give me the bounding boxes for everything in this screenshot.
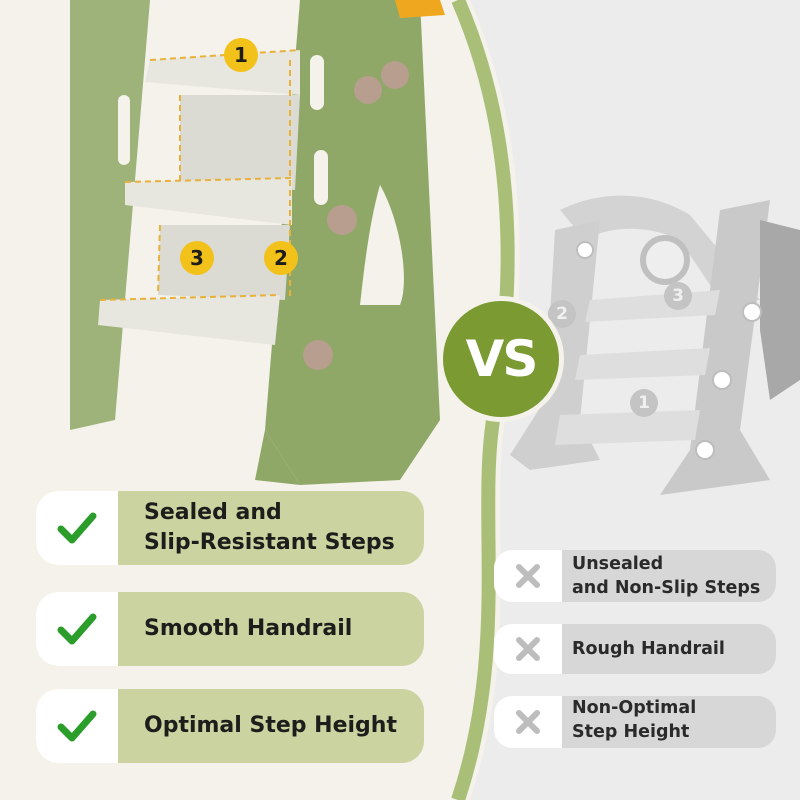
other-feature-icon-box: [494, 696, 562, 748]
good-feature-sealed-steps: Sealed and Slip-Resistant Steps: [36, 491, 424, 565]
other-step-marker-1: 1: [630, 389, 658, 417]
ladder-side-cutout: [360, 185, 404, 305]
ladder-handle-slot-2: [314, 150, 328, 205]
cross-icon: [516, 710, 540, 734]
other-feature-text: Unsealed and Non-Slip Steps: [572, 552, 770, 600]
grey-ladder-bolt-1: [742, 302, 762, 322]
ladder-front-foot: [255, 430, 300, 485]
other-feature-line: Unsealed: [572, 554, 664, 574]
other-feature-text: Non-Optimal Step Height: [572, 696, 770, 744]
grey-ladder-bolt-4: [576, 241, 594, 259]
ladder-knob-4: [303, 340, 333, 370]
good-feature-line: Smooth Handrail: [144, 616, 353, 641]
ladder-handle-slot-1: [310, 55, 324, 110]
green-ladder-illustration: [70, 0, 445, 485]
good-feature-optimal-height: Optimal Step Height: [36, 689, 424, 763]
other-feature-icon-box: [494, 624, 562, 674]
good-feature-icon-box: [36, 491, 118, 565]
good-feature-icon-box: [36, 689, 118, 763]
other-feature-text: Rough Handrail: [572, 637, 770, 661]
other-feature-unsealed-steps: Unsealed and Non-Slip Steps: [494, 550, 776, 602]
other-feature-non-optimal-height: Non-Optimal Step Height: [494, 696, 776, 748]
good-feature-smooth-handrail: Smooth Handrail: [36, 592, 424, 666]
grey-slide-bed: [760, 220, 800, 400]
ladder-step-top: [145, 50, 300, 95]
check-icon: [57, 710, 97, 742]
good-feature-text: Sealed and Slip-Resistant Steps: [144, 498, 414, 558]
cross-icon: [516, 564, 540, 588]
good-feature-text: Optimal Step Height: [144, 711, 414, 741]
grey-ladder-step-3: [555, 410, 700, 445]
good-step-marker-2: 2: [264, 241, 298, 275]
other-feature-line: Step Height: [572, 722, 690, 742]
ladder-knob-2: [381, 61, 409, 89]
other-step-marker-3: 3: [664, 282, 692, 310]
ladder-knob-1: [354, 76, 382, 104]
ladder-knob-3: [327, 205, 357, 235]
other-feature-line: and Non-Slip Steps: [572, 578, 761, 598]
check-icon: [57, 512, 97, 544]
check-icon: [57, 613, 97, 645]
good-step-marker-1: 1: [224, 38, 258, 72]
other-feature-rough-handrail: Rough Handrail: [494, 624, 776, 674]
grey-ladder-bolt-3: [695, 440, 715, 460]
grey-ladder-back-frame: [560, 195, 760, 300]
good-feature-text: Smooth Handrail: [144, 614, 414, 644]
good-feature-line: Optimal Step Height: [144, 713, 397, 738]
ladder-back-leg: [70, 0, 150, 430]
cross-icon: [516, 637, 540, 661]
other-feature-line: Rough Handrail: [572, 639, 725, 659]
grey-ladder-bolt-2: [712, 370, 732, 390]
other-feature-line: Non-Optimal: [572, 698, 697, 718]
grey-ladder-step-2: [575, 348, 710, 380]
vs-badge: VS: [438, 296, 564, 422]
ladder-step-middle: [125, 178, 292, 225]
good-feature-icon-box: [36, 592, 118, 666]
ladder-yellow-top-piece: [395, 0, 445, 18]
grey-ladder-right-rail: [660, 200, 770, 495]
other-feature-icon-box: [494, 550, 562, 602]
good-step-marker-3: 3: [180, 241, 214, 275]
ladder-handle-slot-left: [118, 95, 130, 165]
ladder-riser-1: [180, 95, 300, 190]
good-feature-line: Slip-Resistant Steps: [144, 530, 395, 555]
ladder-step-bottom: [98, 295, 280, 345]
good-feature-line: Sealed and: [144, 500, 282, 525]
grey-ladder-hole: [640, 235, 690, 285]
